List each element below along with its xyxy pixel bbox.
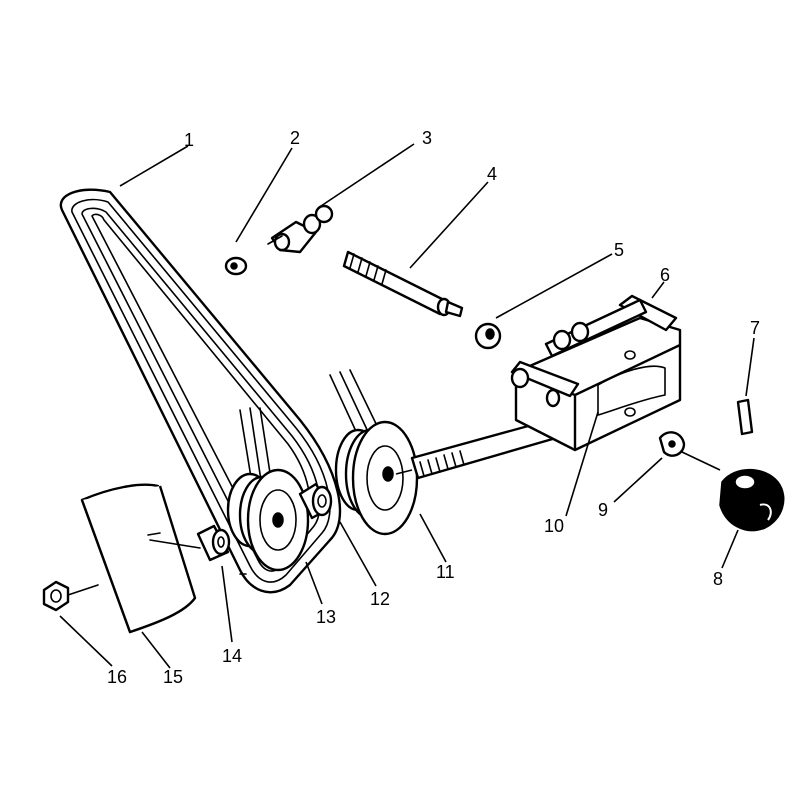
leader-lines (59, 143, 755, 669)
e-clip (224, 256, 248, 276)
callout-labels: 1 2 3 4 5 6 7 8 9 10 11 12 13 14 15 16 (107, 128, 760, 687)
washer (474, 322, 502, 350)
callout-1: 1 (184, 130, 194, 150)
callout-10: 10 (544, 516, 564, 536)
callout-9: 9 (598, 500, 608, 520)
callout-7: 7 (750, 318, 760, 338)
small-pulley (226, 407, 310, 572)
callout-3: 3 (422, 128, 432, 148)
callout-11: 11 (436, 562, 455, 582)
callout-2: 2 (290, 128, 300, 148)
spacer-large (298, 482, 333, 520)
callout-5: 5 (614, 240, 624, 260)
belt-guard (80, 483, 201, 634)
gearbox-housing (510, 294, 682, 452)
callout-4: 4 (487, 164, 497, 184)
hub-coupler (719, 468, 785, 532)
key-washer (658, 431, 686, 457)
callout-15: 15 (163, 667, 183, 687)
threaded-shaft (342, 250, 464, 318)
nut (42, 580, 99, 612)
callout-6: 6 (660, 265, 670, 285)
clevis-yoke (267, 204, 334, 254)
callout-8: 8 (713, 569, 723, 589)
spacer-small (196, 524, 231, 562)
callout-16: 16 (107, 667, 127, 687)
callout-12: 12 (370, 589, 390, 609)
callout-13: 13 (316, 607, 336, 627)
callout-14: 14 (222, 646, 242, 666)
large-pulley (329, 369, 419, 536)
pin (736, 398, 754, 436)
